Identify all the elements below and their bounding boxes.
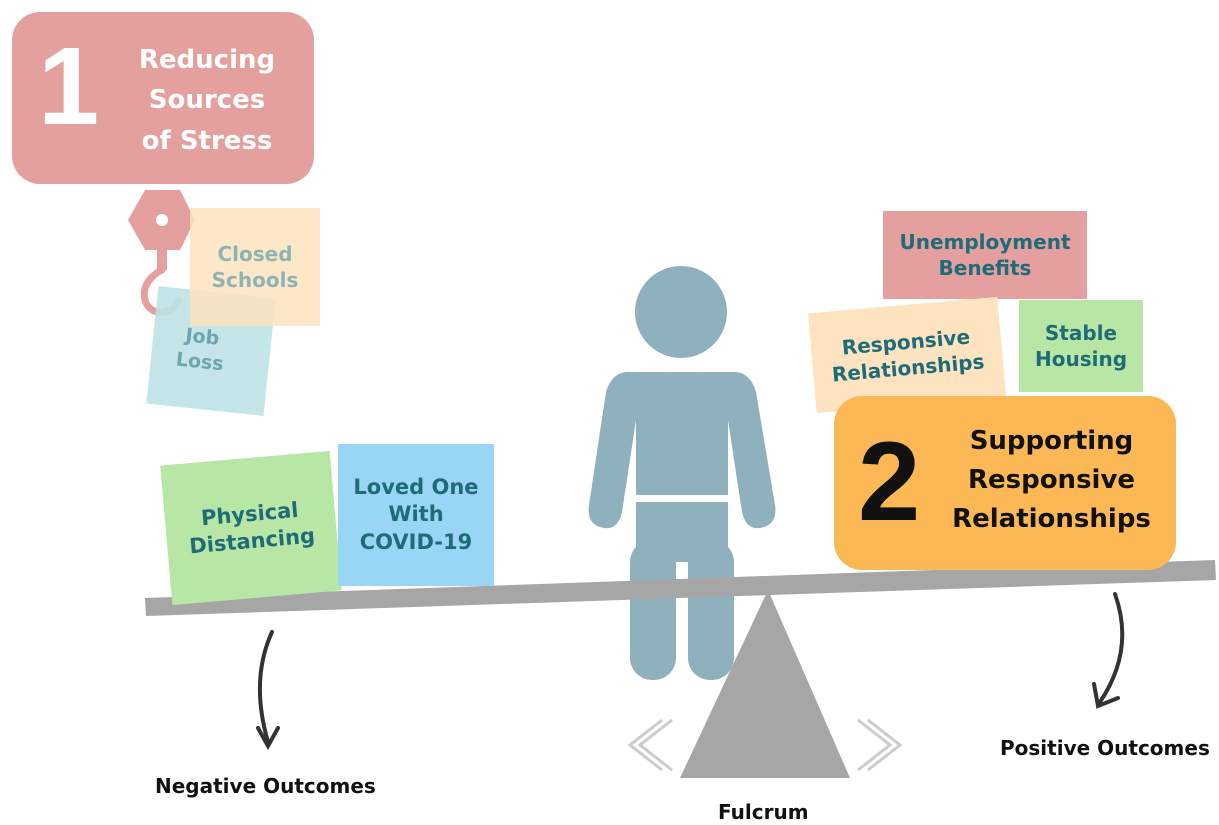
callout-supporting-relationships: 2 Supporting Responsive Relationships (834, 396, 1176, 570)
callout-2-title: Supporting Responsive Relationships (939, 422, 1164, 539)
callout-2-line-2: Responsive (967, 465, 1136, 495)
seesaw-beam (145, 560, 1216, 616)
fulcrum-triangle (680, 590, 850, 778)
housing-line-1: Stable (1044, 321, 1118, 345)
positive-outcomes-label: Positive Outcomes (1000, 736, 1210, 760)
person-icon (588, 266, 776, 680)
loved-one-line-2: With (388, 502, 444, 527)
callout-1-line-2: Sources (148, 85, 266, 116)
sticky-physical-distancing: Physical Distancing (160, 450, 342, 606)
fulcrum-label: Fulcrum (718, 800, 809, 824)
sticky-loved-one: Loved One With COVID-19 (338, 444, 494, 586)
negative-arrow-icon (256, 630, 280, 751)
unemployment-line-1: Unemployment (899, 230, 1071, 254)
negative-outcomes-label: Negative Outcomes (155, 774, 376, 798)
sticky-stable-housing: Stable Housing (1019, 300, 1143, 392)
job-loss-line-2: Loss (174, 348, 225, 376)
loved-one-line-3: COVID-19 (359, 529, 473, 554)
callout-1-number: 1 (38, 25, 100, 148)
positive-arrow-icon (1092, 592, 1125, 709)
callout-reducing-stress: 1 Reducing Sources of Stress (12, 12, 314, 184)
callout-1-line-3: of Stress (141, 125, 273, 156)
left-chevrons-icon (627, 718, 673, 772)
callout-2-line-1: Supporting (969, 426, 1134, 456)
closed-schools-line-1: Closed (217, 242, 293, 266)
sticky-closed-schools: Closed Schools (190, 208, 320, 326)
housing-line-2: Housing (1034, 347, 1128, 371)
loved-one-line-1: Loved One (353, 475, 479, 500)
callout-1-title: Reducing Sources of Stress (117, 40, 297, 161)
callout-2-line-3: Relationships (952, 504, 1151, 534)
callout-2-number: 2 (858, 419, 921, 544)
unemployment-line-2: Benefits (938, 256, 1032, 280)
sticky-unemployment-benefits: Unemployment Benefits (883, 211, 1087, 299)
right-chevrons-icon (857, 718, 903, 772)
closed-schools-line-2: Schools (211, 268, 299, 292)
callout-1-line-1: Reducing (138, 45, 276, 75)
